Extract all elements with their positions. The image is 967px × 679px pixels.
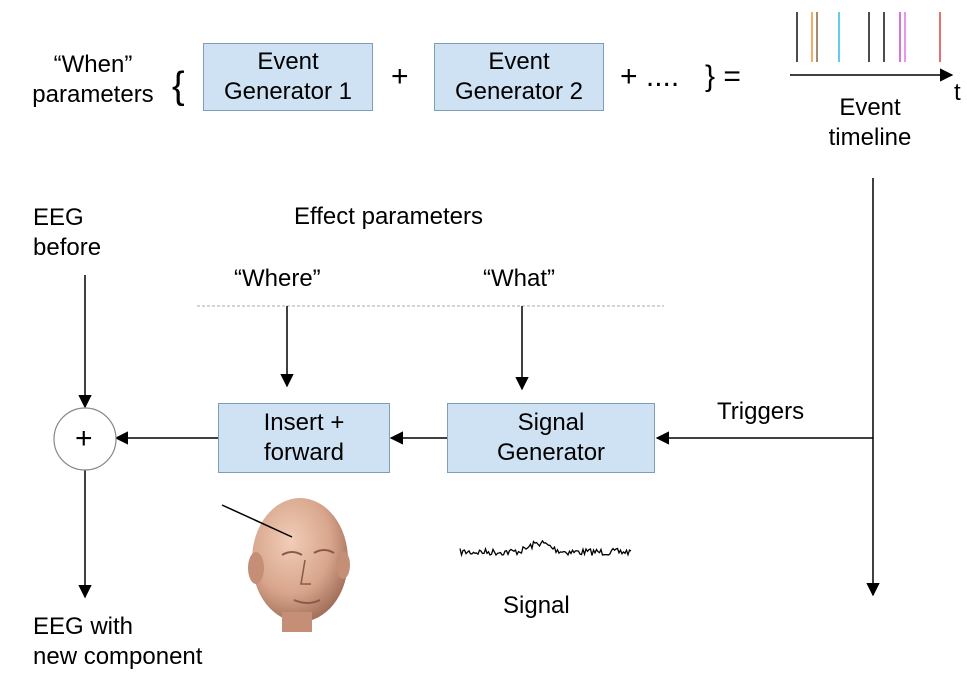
event-generator-1-line2: Generator 1 bbox=[223, 78, 353, 105]
brace-close-equals: } = bbox=[705, 60, 741, 93]
signal-generator-line2: Generator bbox=[496, 439, 606, 466]
when-line1: “When” bbox=[53, 51, 133, 78]
insert-forward-line2: forward bbox=[263, 439, 345, 466]
eeg-with-line1: EEG with bbox=[33, 613, 134, 640]
what-label: “What” bbox=[483, 265, 555, 292]
head-model bbox=[248, 498, 350, 632]
event-ticks bbox=[796, 12, 941, 62]
when-parameters-label: “When” parameters bbox=[18, 50, 168, 110]
event-timeline-line2: timeline bbox=[828, 124, 912, 151]
insert-forward-block: Insert + forward bbox=[218, 403, 390, 473]
event-generator-1: Event Generator 1 bbox=[203, 43, 373, 111]
signal-label: Signal bbox=[503, 592, 570, 619]
event-generator-2-line1: Event bbox=[488, 48, 550, 75]
triggers-label: Triggers bbox=[717, 398, 805, 425]
plus-sign: + bbox=[391, 60, 409, 93]
insert-forward-line1: Insert + bbox=[263, 409, 345, 436]
signal-generator-line1: Signal bbox=[517, 409, 585, 436]
eeg-before-line1: EEG bbox=[33, 204, 84, 231]
where-label: “Where” bbox=[234, 265, 321, 292]
event-generator-1-line1: Event bbox=[257, 48, 319, 75]
head-pointer-line bbox=[221, 504, 293, 538]
effect-parameters-label: Effect parameters bbox=[294, 203, 483, 230]
eeg-before-label: EEG before bbox=[33, 203, 101, 263]
signal-waveform bbox=[459, 539, 632, 558]
signal-generator-block: Signal Generator bbox=[447, 403, 655, 473]
when-line2: parameters bbox=[32, 81, 154, 108]
sum-node-label: + bbox=[75, 422, 93, 455]
plus-ellipsis: + .... bbox=[620, 60, 680, 93]
eeg-before-line2: before bbox=[33, 234, 102, 261]
brace-open: { bbox=[172, 65, 185, 107]
time-axis-label: t bbox=[954, 79, 961, 106]
event-generator-2: Event Generator 2 bbox=[434, 43, 604, 111]
eeg-with-line2: new component bbox=[33, 643, 203, 670]
event-timeline-line1: Event bbox=[839, 94, 901, 121]
sum-node bbox=[53, 407, 117, 471]
event-generator-2-line2: Generator 2 bbox=[454, 78, 584, 105]
event-timeline-label: Event timeline bbox=[800, 93, 940, 153]
eeg-with-label: EEG with new component bbox=[33, 612, 202, 672]
